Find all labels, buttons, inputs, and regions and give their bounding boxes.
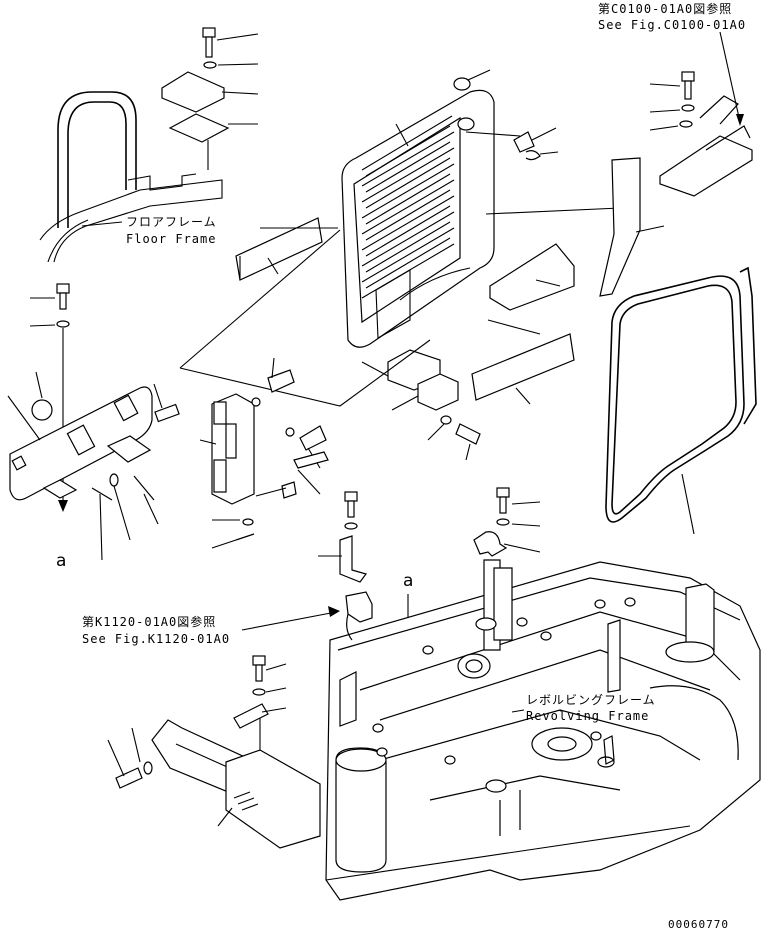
handrail-assembly xyxy=(39,91,223,263)
ref-c0100-label: 第C0100-01A0図参照 See Fig.C0100-01A0 xyxy=(598,1,746,126)
leader-diagonal-upper xyxy=(179,229,341,369)
revolving-frame xyxy=(325,559,761,901)
floor-frame-label-jp: フロアフレーム xyxy=(126,215,217,229)
ref-c0100-label-en: See Fig.C0100-01A0 xyxy=(598,18,746,32)
revolving-frame-label: レボルビングフレーム Revolving Frame xyxy=(511,693,656,723)
ref-k1120-label-jp: 第K1120-01A0図参照 xyxy=(82,614,216,629)
ref-k1120-label-en: See Fig.K1120-01A0 xyxy=(82,632,230,646)
small-parts-cover xyxy=(91,473,159,561)
washer-top-left xyxy=(203,61,259,69)
clip-grille xyxy=(465,127,559,161)
foam-pad-left xyxy=(235,217,338,281)
stay-rod xyxy=(255,451,329,499)
bolt-block xyxy=(427,415,481,461)
bolt-hinge-middle xyxy=(285,425,327,469)
door-seal xyxy=(605,266,757,535)
bolt-bottom-left xyxy=(252,655,287,696)
spacer-block xyxy=(361,349,459,411)
revolving-frame-label-jp: レボルビングフレーム xyxy=(526,693,656,707)
ref-c0100-label-jp: 第C0100-01A0図参照 xyxy=(598,1,732,16)
bolt-cover xyxy=(106,383,180,463)
marker-a-left: a xyxy=(56,551,66,571)
drawing-number: 00060770 xyxy=(668,918,729,931)
marker-a-center-text: a xyxy=(403,571,413,591)
bracket-top-left xyxy=(161,71,259,113)
revolving-frame-label-en: Revolving Frame xyxy=(526,709,649,723)
bolt-lower-cover xyxy=(107,727,153,789)
arrow-a-left xyxy=(58,500,68,512)
grille-panel xyxy=(341,89,495,348)
washer-hinge-lower xyxy=(211,518,255,549)
ref-k1120-label: 第K1120-01A0図参照 See Fig.K1120-01A0 xyxy=(82,606,340,646)
side-cover-left xyxy=(7,371,153,501)
plate-top-left xyxy=(168,113,258,170)
leader-lines-center xyxy=(179,339,431,407)
floor-frame-label: フロアフレーム Floor Frame xyxy=(81,215,217,246)
bolt-right-center xyxy=(496,487,541,527)
foam-pad-right-upper xyxy=(489,243,575,311)
foam-strip-vertical xyxy=(179,157,665,369)
bolt-top-left xyxy=(202,27,259,58)
bolt-grille-top xyxy=(453,69,491,91)
bolt-center xyxy=(344,491,358,530)
washer-top-right xyxy=(649,104,695,131)
clamp-right-center xyxy=(473,531,541,557)
bolt-top-right xyxy=(649,71,695,100)
foam-pad-right-lower xyxy=(471,333,575,405)
hose-clamp xyxy=(345,591,373,641)
bracket-center xyxy=(318,535,368,583)
spacer-bottom-left xyxy=(233,703,287,756)
hinge-assembly xyxy=(199,393,255,505)
lower-cover-plate xyxy=(217,749,321,849)
bracket-top-right xyxy=(659,95,753,197)
leader-grille-strip xyxy=(485,207,621,215)
floor-frame-label-en: Floor Frame xyxy=(126,232,216,246)
bolt-hinge-upper xyxy=(251,357,295,407)
leader-line-right xyxy=(487,319,541,335)
